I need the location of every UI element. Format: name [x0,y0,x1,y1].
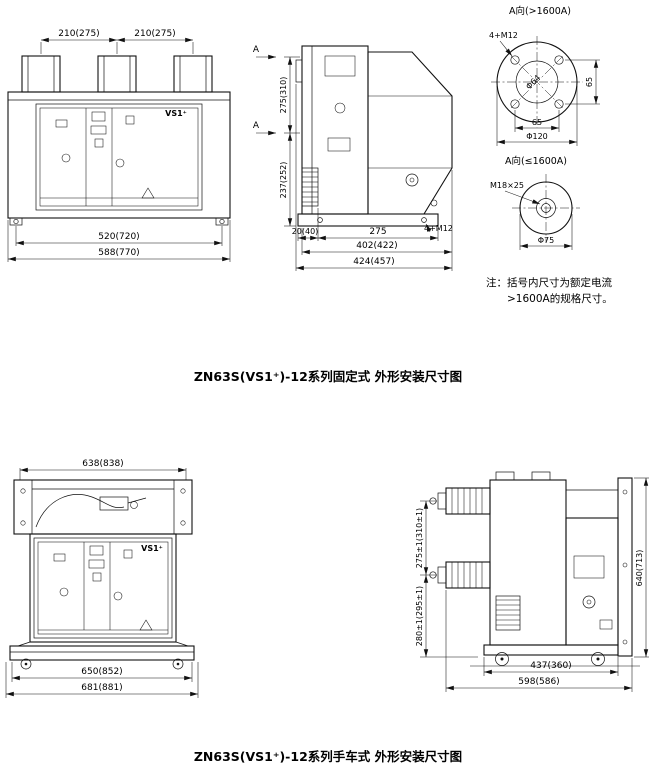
dim-pole-pitch-left: 210(275) [58,29,99,39]
device-label: VS1⁺ [165,109,187,118]
base-bolt-hole [421,217,427,223]
dim-height-upper: 275(310) [279,77,288,114]
dim-depth-inner: 437(360) [530,661,571,671]
base-bolt-hole [317,217,323,223]
terminal-outer-circle [519,181,573,235]
dim-depth-outer: 598(586) [518,677,559,687]
dim-depth-inner: 402(422) [356,241,397,251]
section-label-bottom: A [253,121,260,131]
wheel [20,658,32,670]
wheel [591,652,605,666]
dim-base-width-outer: 681(881) [81,683,122,693]
view-a-small: A向(≤1600A) M18×25 Φ75 [490,155,580,250]
note-line-1: 注：括号内尺寸为额定电流 [486,276,612,289]
chassis-frame [13,479,193,535]
bolt-hole [554,99,564,109]
bellows [495,595,521,631]
dim-height-lower: 237(252) [279,162,288,199]
handcart-base [470,644,640,667]
warning-triangle-icon [139,619,153,631]
dim-width-inner: 520(720) [98,232,139,242]
dim-hole-spacing-horizontal: 65 [532,118,542,127]
bolt-hole [510,99,520,109]
breaker-side-outline [295,45,453,227]
bushing-left [21,55,61,93]
breaker-front-panel [29,533,177,643]
handcart-front-view: 638(838) [5,459,199,698]
dim-lower-height: 280±1(295±1) [415,586,424,646]
view-title-large: A向(>1600A) [509,5,571,17]
dim-pole-pitch-right: 210(275) [134,29,175,39]
bolt-spec-label: 4+M12 [424,224,453,233]
dim-pole-spacing: 275±1(310±1) [415,508,424,568]
dim-pole-depth: 275 [369,227,386,237]
dim-inner-diameter: Φ64 [524,73,542,91]
handcart-base [9,641,195,670]
dim-width-outer: 588(770) [98,248,139,258]
dim-hole-spacing-vertical: 65 [585,77,594,87]
mounting-hole [219,218,225,225]
mounting-plate [617,477,633,657]
view-a-large: A向(>1600A) Φ64 4+M12 65 65 Φ120 [489,5,600,146]
dim-flange-diameter: Φ120 [526,132,548,141]
wheel [172,658,184,670]
dim-base-width-inner: 650(852) [81,667,122,677]
wheel [495,652,509,666]
warning-triangle-icon [141,187,155,199]
terminal-spec-label: M18×25 [490,181,524,190]
lower-pole [429,561,491,589]
cabinet-outline [7,91,231,226]
mounting-hole [13,218,19,225]
dim-base-offset: 20(40) [292,227,319,236]
bolt-hole [510,55,520,65]
upper-pole [429,487,491,515]
terminal-circle [515,60,559,104]
dim-frame-width: 638(838) [82,459,123,469]
caption-handcart-type: ZN63S(VS1⁺)-12系列手车式 外形安装尺寸图 [194,749,462,764]
bushing-middle [97,55,137,93]
bolt-spec-label: 4+M12 [489,31,518,40]
device-label: VS1⁺ [141,544,163,553]
bolt-hole [554,55,564,65]
section-label-top: A [253,45,260,55]
note-line-2: >1600A的规格尺寸。 [507,292,613,305]
handcart-side-view: 275±1(310±1) 280±1(295±1) 640(713) 437(3… [415,471,649,692]
flange-outer-circle [496,41,578,123]
fixed-front-view: VS1⁺ 210(275) 210(275) 520(720) 588(770) [7,29,231,262]
dim-depth-outer: 424(457) [353,257,394,267]
caption-fixed-type: ZN63S(VS1⁺)-12系列固定式 外形安装尺寸图 [194,369,462,384]
fixed-side-view: A A [253,45,453,271]
dim-terminal-diameter: Φ75 [538,236,554,245]
breaker-side-outline [489,471,633,657]
threaded-hole [541,203,551,213]
view-title-small: A向(≤1600A) [505,155,567,167]
note: 注：括号内尺寸为额定电流 >1600A的规格尺寸。 [486,276,613,305]
bushing-right [173,55,213,93]
dim-total-height: 640(713) [635,550,644,587]
